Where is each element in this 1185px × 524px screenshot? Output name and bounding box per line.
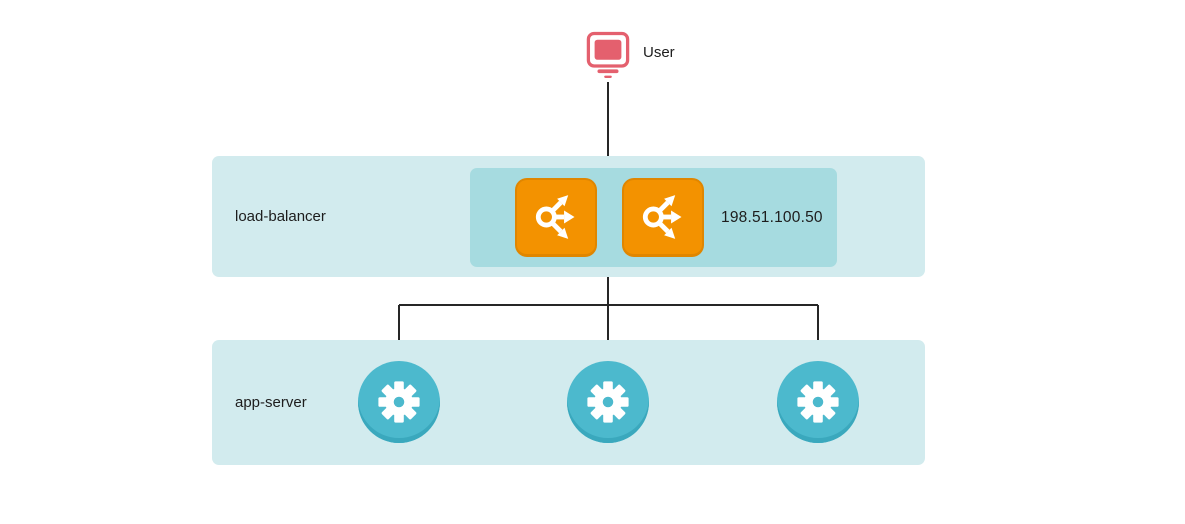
load-balancer-icon <box>515 178 597 257</box>
app-server-node <box>777 361 859 443</box>
gear-icon <box>587 381 629 423</box>
app-server-band: app-server <box>212 340 925 465</box>
load-balancer-ip: 198.51.100.50 <box>721 208 823 226</box>
user-label: User <box>643 44 675 61</box>
app-server-node <box>567 361 649 443</box>
monitor-icon <box>586 31 630 79</box>
load-balancer-group: 198.51.100.50 <box>470 168 837 267</box>
gear-icon <box>378 381 420 423</box>
gear-icon <box>797 381 839 423</box>
app-server-label: app-server <box>235 394 307 411</box>
load-balancer-label: load-balancer <box>235 208 326 225</box>
load-balancer-glyph <box>642 195 682 239</box>
app-server-node <box>358 361 440 443</box>
load-balancer-icon <box>622 178 704 257</box>
load-balancer-glyph <box>535 195 575 239</box>
user-node: User <box>586 30 675 80</box>
load-balancer-band: load-balancer <box>212 156 925 277</box>
